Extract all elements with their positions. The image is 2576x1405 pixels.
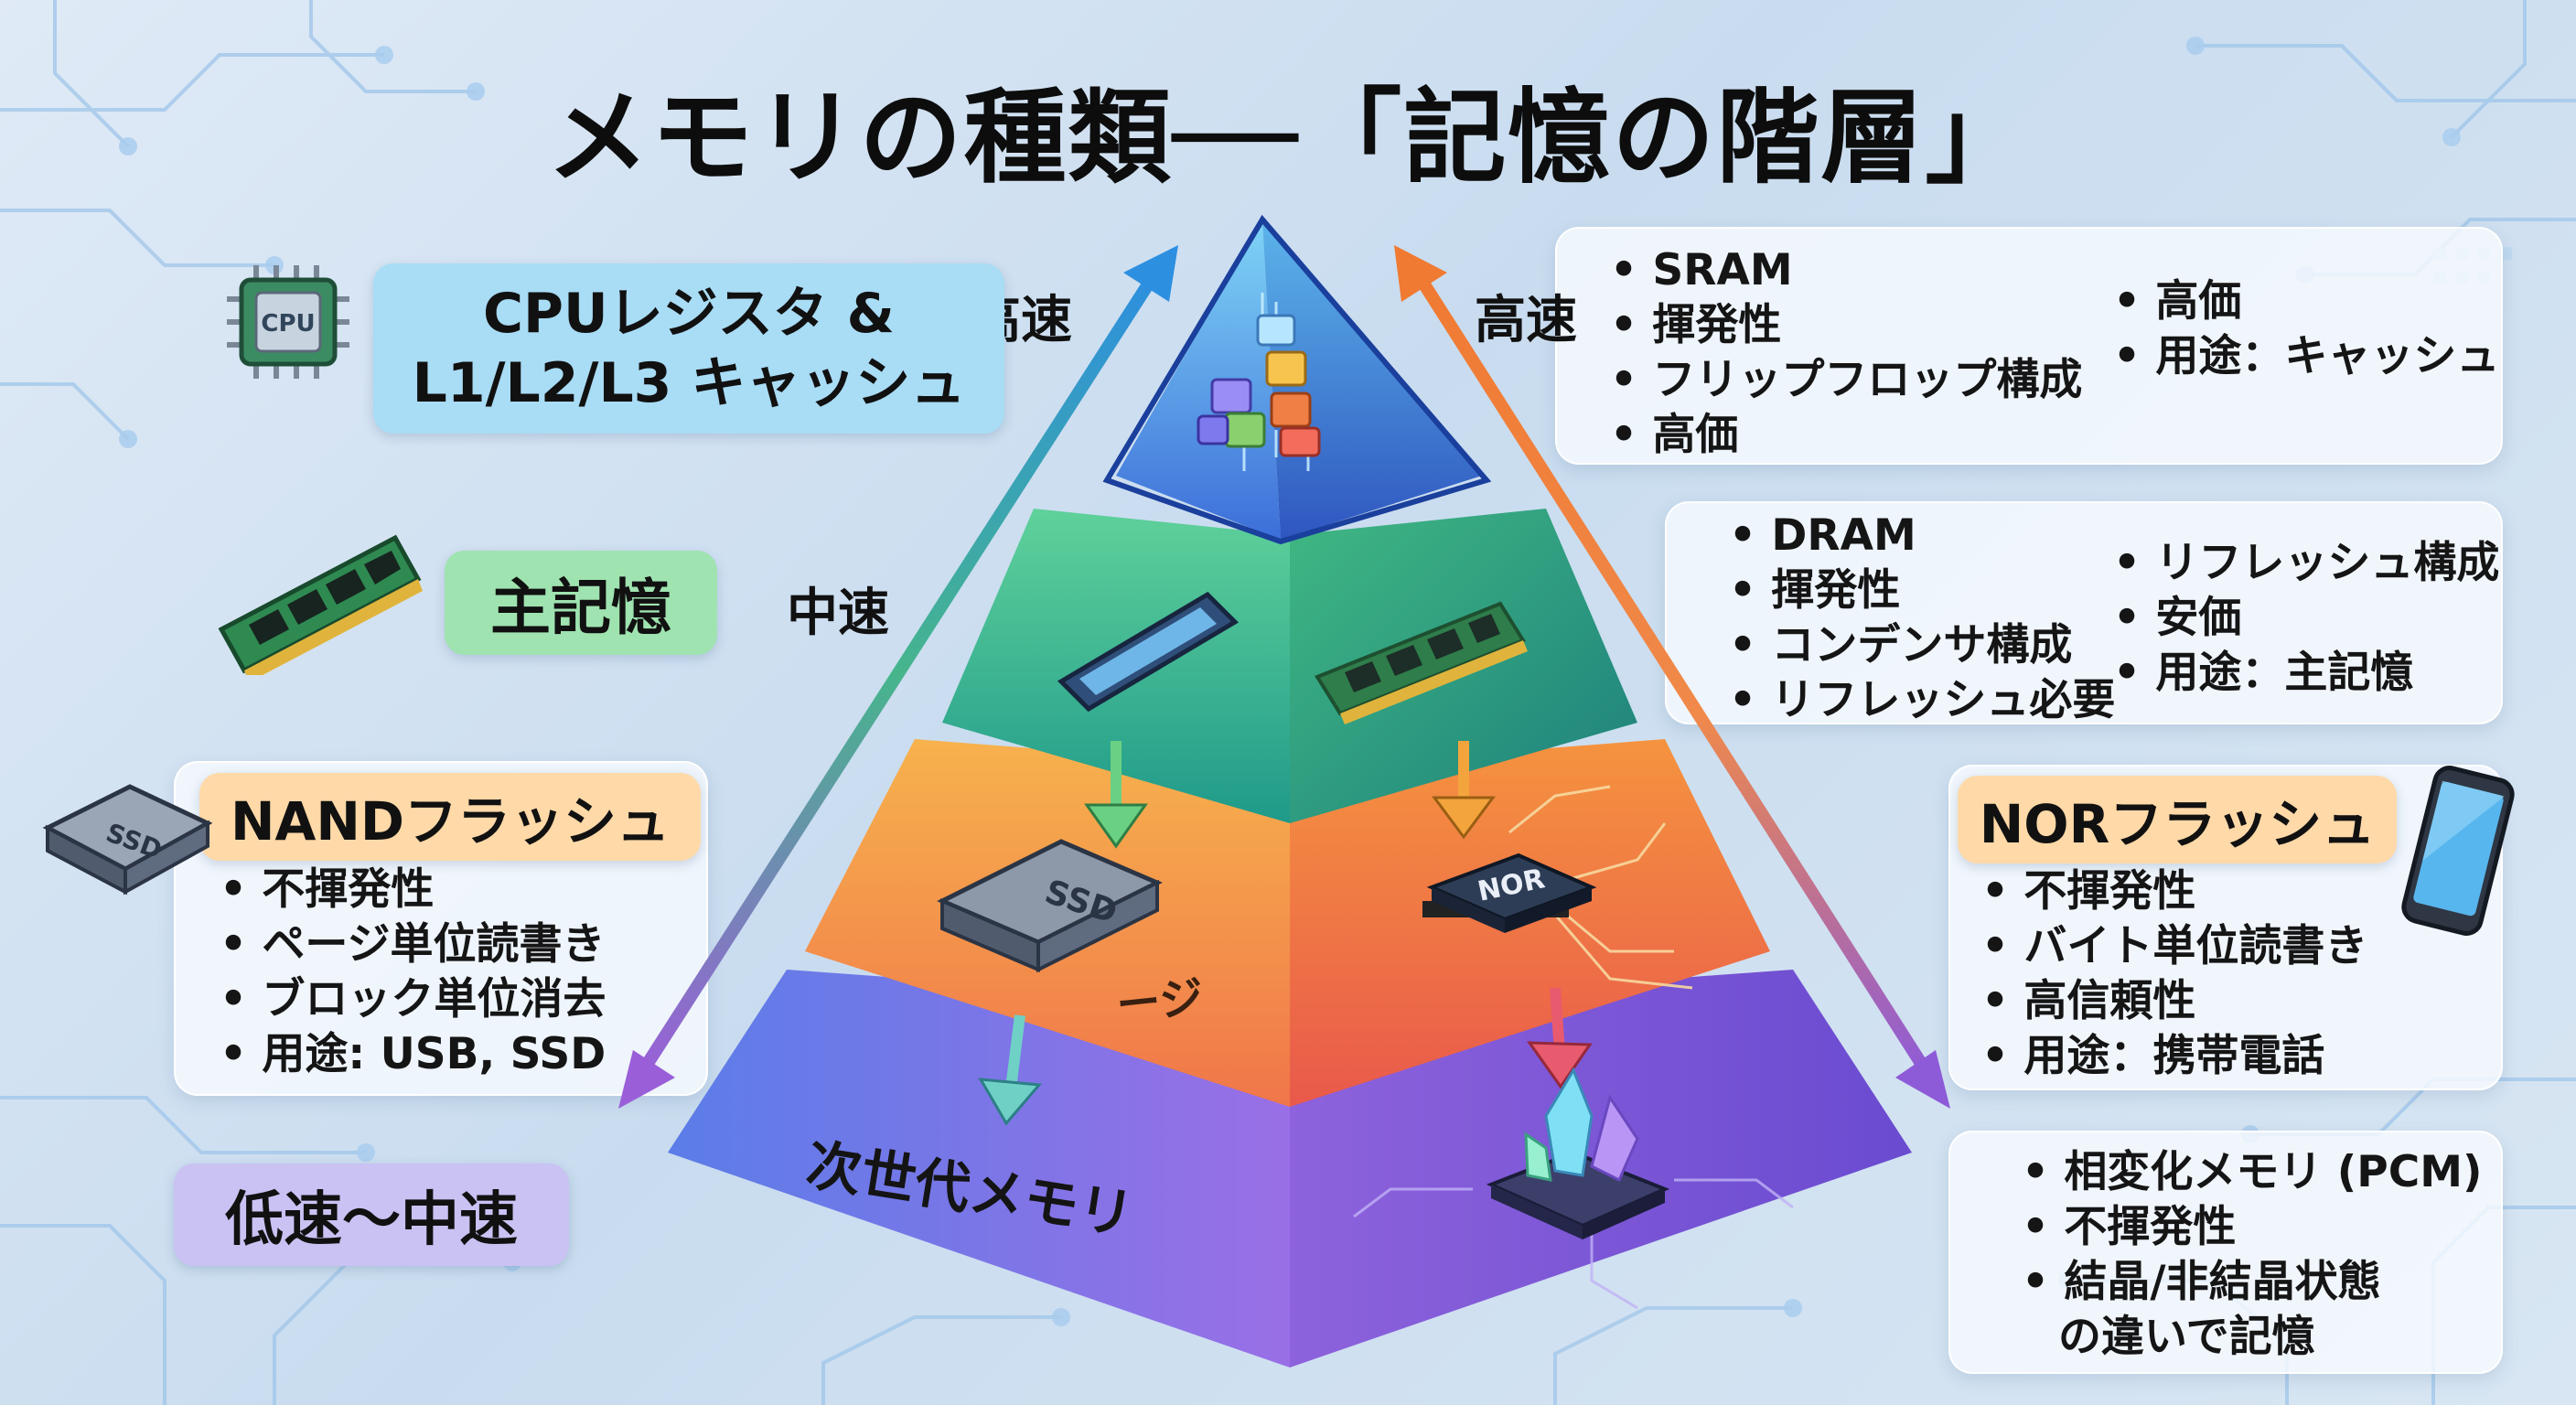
crystal-chip-icon — [1353, 1067, 1794, 1310]
nor-bullet-1: 不揮発性 — [1981, 864, 2367, 919]
cache-label-line-1: CPUレジスタ & — [483, 282, 895, 346]
nand-bullet-2: ページ単位読書き — [220, 917, 606, 972]
ram-module-icon — [1315, 601, 1528, 724]
dram-bullet-2: 揮発性 — [1729, 563, 2115, 618]
nor-bullets: 不揮発性 バイト単位読書き 高信頼性 用途：携帯電話 — [1981, 864, 2367, 1084]
sram-bullet-1: SRAM — [1610, 243, 2082, 298]
nor-chip-icon: NOR — [1422, 785, 1693, 990]
nor-flash-label: NORフラッシュ — [1958, 776, 2397, 863]
cpu-chip-label: CPU — [261, 310, 315, 338]
dram-bullet-5: リフレッシュ構成 — [2113, 536, 2499, 591]
speed-label-middle: 中速 — [787, 584, 889, 643]
cache-label: CPUレジスタ & L1/L2/L3 キャッシュ — [373, 263, 1004, 434]
nand-bullet-4: 用途: USB, SSD — [220, 1027, 606, 1082]
dram-bullet-3: コンデンサ構成 — [1729, 618, 2115, 673]
nand-bullet-3: ブロック単位消去 — [220, 972, 606, 1027]
nand-flash-label: NANDフラッシュ — [199, 773, 701, 861]
sram-bullets-col1: SRAM 揮発性 フリップフロップ構成 高価 — [1610, 243, 2082, 463]
page-fragment-label: ージ — [1113, 971, 1207, 1032]
dram-bullet-6: 安価 — [2113, 591, 2499, 646]
sram-bullets-col2: 高価 用途：キャッシュ — [2113, 274, 2499, 384]
sram-bullet-2: 揮発性 — [1610, 298, 2082, 353]
pcm-bullet-3: 結晶/非結晶状態 — [2022, 1255, 2482, 1310]
tier-cache — [1102, 214, 1492, 545]
speed-arrow-right — [1394, 245, 1950, 1109]
dram-bullet-1: DRAM — [1729, 509, 2115, 563]
sram-bullet-4: 高価 — [1610, 408, 2082, 463]
smartphone-icon — [2389, 759, 2527, 942]
dram-bullets-col1: DRAM 揮発性 コンデンサ構成 リフレッシュ必要 — [1729, 509, 2115, 728]
ssd-icon: SSD — [38, 768, 213, 906]
speed-label-right-top: 高速 — [1475, 291, 1577, 350]
pcm-bullet-2: 不揮発性 — [2022, 1200, 2482, 1255]
sram-bullet-3: フリップフロップ構成 — [1610, 353, 2082, 408]
sram-bullet-5: 高価 — [2113, 274, 2499, 329]
nand-bullets: 不揮発性 ページ単位読書き ブロック単位消去 用途: USB, SSD — [220, 863, 606, 1082]
pcm-bullet-1: 相変化メモリ (PCM) — [2022, 1145, 2482, 1200]
nor-bullet-4: 用途：携帯電話 — [1981, 1029, 2367, 1084]
pcm-bullet-3-cont: の違いで記憶 — [2058, 1312, 2315, 1362]
nor-bullet-2: バイト単位読書き — [1981, 919, 2367, 974]
ssd-drive-icon: SSD — [937, 839, 1163, 973]
main-memory-label: 主記憶 — [445, 551, 717, 655]
sram-bullet-6: 用途：キャッシュ — [2113, 329, 2499, 384]
cpu-chip-icon: CPU — [220, 258, 357, 386]
page-title: メモリの種類──「記憶の階層」 — [546, 79, 2030, 198]
dram-bullet-7: 用途：主記憶 — [2113, 646, 2499, 701]
m2-drive-icon — [1057, 591, 1240, 713]
ram-stick-icon — [212, 501, 432, 682]
dram-bullets-col2: リフレッシュ構成 安価 用途：主記憶 — [2113, 536, 2499, 701]
speed-arrow-left — [618, 245, 1178, 1109]
dram-bullet-4: リフレッシュ必要 — [1729, 673, 2115, 728]
cache-label-line-2: L1/L2/L3 キャッシュ — [412, 351, 966, 415]
nand-bullet-1: 不揮発性 — [220, 863, 606, 917]
nor-bullet-3: 高信頼性 — [1981, 974, 2367, 1029]
pcm-bullets: 相変化メモリ (PCM) 不揮発性 結晶/非結晶状態 の違いで記憶 — [2022, 1145, 2482, 1365]
data-blocks-icon — [1197, 293, 1321, 471]
down-arrows — [978, 741, 1593, 1126]
slow-medium-label: 低速〜中速 — [174, 1164, 569, 1266]
